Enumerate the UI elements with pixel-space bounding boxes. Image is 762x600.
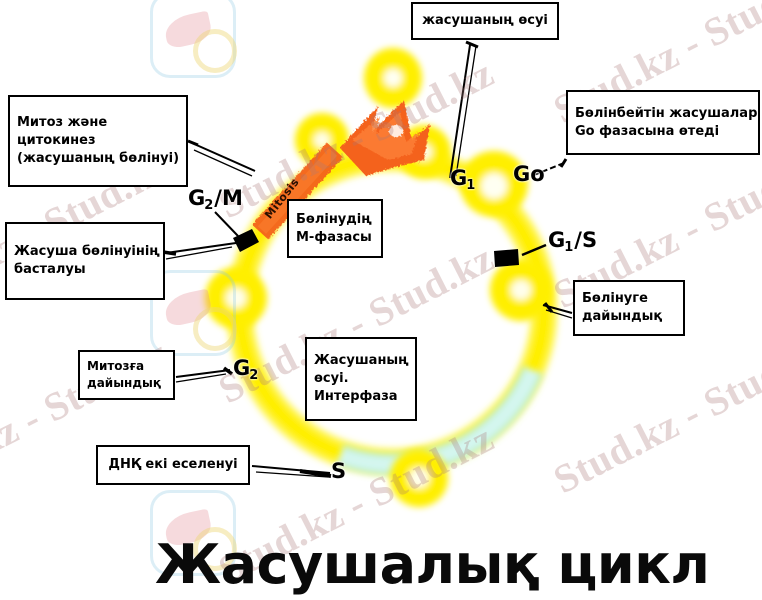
- callout-line: Бөлінудің: [296, 211, 372, 227]
- checkpoint-markers: [233, 229, 519, 267]
- callout-line: Митозға: [87, 359, 145, 374]
- callout-mitosis-cytokinesis: Митоз және цитокинез (жасушаның бөлінуі): [8, 95, 188, 187]
- callout-line: М-фазасы: [296, 229, 372, 245]
- callout-line: (жасушаның бөлінуі): [17, 150, 180, 166]
- phase-label-g1: G1: [450, 166, 476, 193]
- page-title: Жасушалық цикл: [155, 533, 710, 596]
- phase-label-g0: Go: [513, 162, 545, 186]
- callout-g0-phase: Бөлінбейтін жасушалар Go фазасына өтеді: [566, 90, 760, 155]
- callout-line: Жасушаның: [314, 353, 409, 369]
- callout-line: дайындық: [582, 309, 663, 324]
- callout-ready-to-divide: Бөлінуге дайындық: [573, 280, 685, 336]
- phase-label-s: S: [331, 459, 347, 483]
- callout-line: өсуі.: [314, 371, 349, 387]
- callout-line: цитокинез: [17, 133, 96, 149]
- callout-line: Митоз және: [17, 115, 108, 131]
- callout-line: Интерфаза: [314, 388, 398, 404]
- callout-line: Бөлінбейтін жасушалар: [575, 105, 758, 121]
- callout-line: Жасуша бөлінуінің: [14, 244, 160, 260]
- callout-line: ДНҚ екі еселенуі: [108, 457, 238, 473]
- callout-line: басталуы: [14, 262, 86, 277]
- callout-line: Бөлінуге: [582, 291, 648, 307]
- phase-label-g2: G2: [233, 356, 259, 383]
- callout-line: Go фазасына өтеді: [575, 123, 720, 139]
- phase-label-g1s: G1/S: [548, 228, 598, 255]
- callout-cell-growth: жасушаның өсуі: [411, 2, 559, 40]
- phase-label-g2m: G2/M: [188, 186, 243, 213]
- callout-interphase: Жасушаның өсуі. Интерфаза: [305, 337, 417, 421]
- callout-cell-division-start: Жасуша бөлінуінің басталуы: [5, 222, 165, 300]
- callout-line: жасушаның өсуі: [422, 13, 548, 29]
- leader-lines: [162, 40, 573, 478]
- callout-mitosis-prep: Митозға дайындық: [78, 350, 175, 400]
- callout-m-phase: Бөлінудің М-фазасы: [287, 199, 383, 258]
- callout-dna-replication: ДНҚ екі еселенуі: [96, 445, 250, 485]
- mitosis-split-arrow: [340, 100, 430, 176]
- ring-cell-blobs: [205, 48, 552, 507]
- callout-line: дайындық: [87, 376, 162, 390]
- ring-s-phase-arc: [336, 365, 544, 476]
- mitosis-orange-band: [251, 142, 344, 240]
